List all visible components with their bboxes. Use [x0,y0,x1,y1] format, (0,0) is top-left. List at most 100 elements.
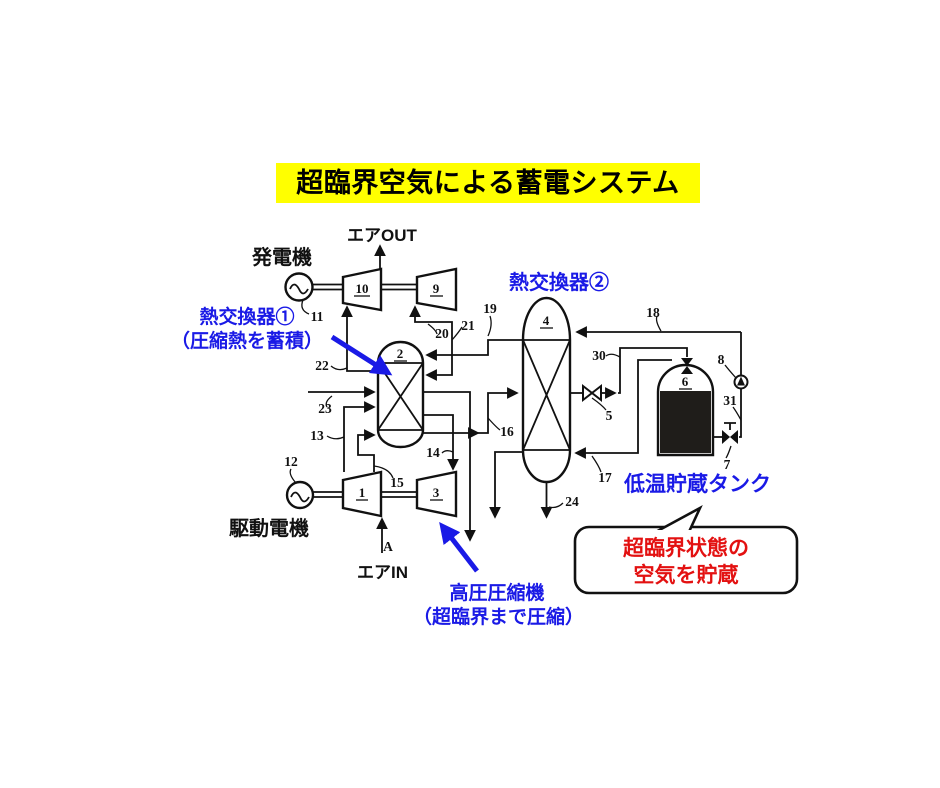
pipe-15 [357,429,376,472]
annotation-arrows [330,334,479,573]
pipe-20-to-turbine9 [409,305,453,350]
ref-16: 16 [500,424,514,439]
ref-11: 11 [311,309,324,324]
leader-22 [330,365,348,371]
hp-comp-label-desc: （超臨界まで圧縮） [413,607,585,628]
vessels [376,296,715,484]
generator-symbol [284,272,314,302]
ref-14: 14 [426,445,440,460]
ref-15: 15 [390,475,404,490]
ref-8: 8 [718,352,725,367]
pipe-vent-mid [489,451,523,519]
ref-7: 7 [724,457,731,472]
leader-11 [301,299,310,315]
hx1-internals [377,362,424,431]
leader-13 [326,435,345,440]
compressor-1 [341,470,383,518]
pipe-14-to-compressor3 [421,414,459,471]
pump-8-arrow-icon [737,376,745,386]
pipe-17 [574,359,672,459]
leader-8 [724,364,737,379]
valve-5-left [582,383,594,403]
component-numbers: 10 9 1 3 2 4 6 [354,281,692,501]
ref-31: 31 [723,393,737,408]
hx2-internals [522,339,571,451]
label-tank: 6 [682,374,689,389]
drive-motor-label: 駆動電機 [229,518,309,540]
shaft-turbines [381,283,417,291]
shaft-generator [312,283,343,291]
hx2-label: 熱交換器② [509,272,609,294]
label-compressor-1: 1 [359,485,366,500]
label-compressor-3: 3 [433,485,440,500]
bubble-line-2: 空気を貯蔵 [633,564,739,587]
leader-31 [732,406,742,421]
compressor-3 [415,470,458,518]
turbine-9 [415,267,458,312]
ref-18: 18 [646,305,660,320]
ref-21: 21 [461,318,475,333]
tank-top-valve-upper [681,358,693,366]
ref-30: 30 [592,348,606,363]
ref-17: 17 [598,470,612,485]
leader-7 [725,445,732,459]
valve-7-left [722,430,730,444]
ref-23: 23 [318,401,332,416]
speech-bubble [573,504,799,595]
bubble-line-1: 超臨界状態の [623,537,749,560]
leader-20 [427,323,438,335]
label-hx1-vessel: 2 [397,346,404,361]
label-turbine-9: 9 [433,281,440,296]
valves [582,358,749,444]
storage-tank-fluid [660,391,711,453]
hx1-label-name: 熱交換器① [199,307,295,328]
leader-5 [591,397,607,411]
shaft-motor [313,491,343,498]
generator-sine-icon [289,283,309,295]
leader-23 [325,395,333,408]
hx1-label-desc: （圧縮熱を蓄積） [170,331,323,352]
shaft-compressors [382,491,417,498]
leader-18 [655,315,662,332]
leader-12 [289,468,297,484]
speech-bubble-tail-joint [650,530,692,536]
hp-comp-pointer-arrow [439,522,479,573]
motor-sine-icon [290,491,310,503]
tank-top-valve-lower [681,366,693,374]
hp-comp-label-name: 高圧圧縮機 [449,583,545,604]
label-turbine-10: 10 [356,281,369,296]
turbine-10 [341,267,383,312]
leader-30 [605,353,621,358]
valve-7-right [730,430,738,444]
motor-symbol [285,480,315,510]
pipe-21-to-hx1 [425,350,453,381]
leader-17 [591,455,602,473]
air-in-label: エアIN [357,563,408,582]
valve-5-right [590,383,602,403]
leader-lines [289,299,742,509]
ref-12: 12 [284,454,298,469]
ref-24: 24 [565,494,579,509]
leader-24 [548,502,564,509]
bubble-annotation: 超臨界状態の 空気を貯蔵 [577,535,795,589]
ref-inlet-A: A [383,539,393,554]
pipe-13 [343,401,376,472]
leader-19 [487,315,492,337]
shafts [312,283,417,498]
leader-15 [373,465,394,479]
leader-16 [487,417,501,431]
pipe-22-to-turbine10 [341,305,378,372]
ref-13: 13 [310,428,324,443]
pipe-vent-left [421,391,476,542]
ref-19: 19 [483,301,497,316]
valve-7-stem [724,422,736,430]
page-title: 超臨界空気による蓄電システム [276,163,700,203]
cryo-tank-label: 低温貯蔵タンク [624,473,771,496]
hx1-label: 熱交換器① （圧縮熱を蓄積） [163,306,331,354]
pipe-16 [421,387,519,434]
ref-20: 20 [435,326,449,341]
machines [284,267,458,518]
leader-21 [451,326,463,341]
